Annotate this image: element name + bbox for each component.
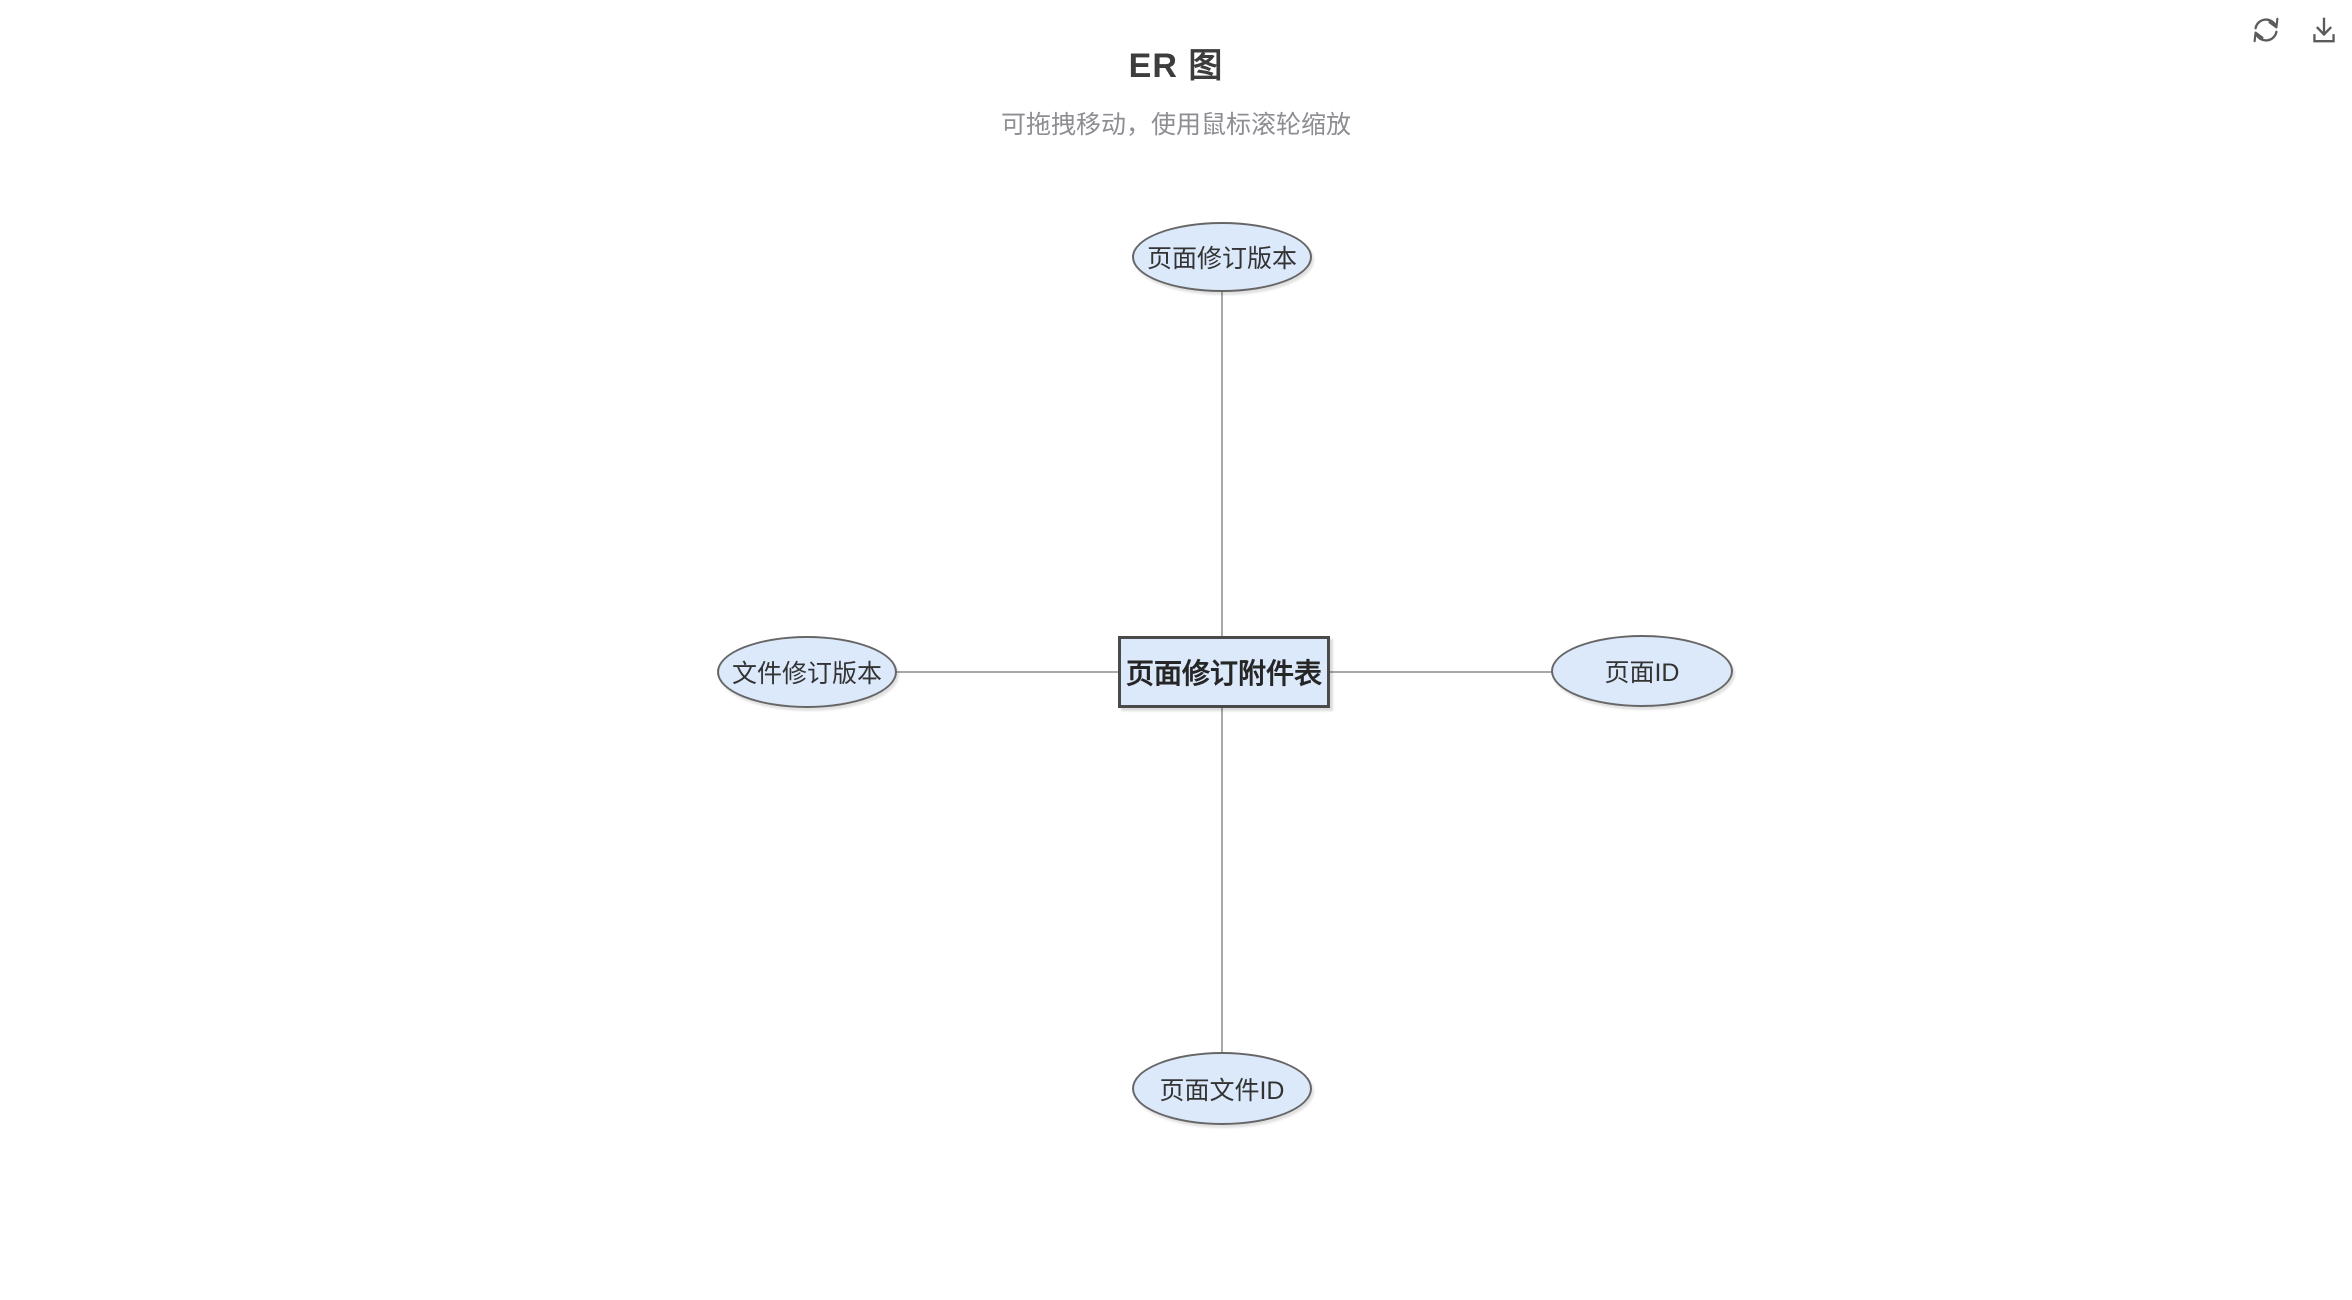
entity-node-page-revision-attachment-table[interactable]: 页面修订附件表 <box>1118 636 1330 708</box>
download-button[interactable] <box>2306 12 2342 48</box>
connector-entity-to-top-attribute <box>1221 290 1223 637</box>
refresh-icon <box>2249 13 2283 47</box>
attribute-label: 页面ID <box>1604 659 1680 687</box>
attribute-node-page-file-id[interactable]: 页面文件ID <box>1132 1052 1312 1125</box>
connector-entity-to-left-attribute <box>895 671 1119 673</box>
entity-label: 页面修订附件表 <box>1125 658 1322 689</box>
page-title: ER 图 <box>1128 47 1224 85</box>
attribute-node-file-revision-version[interactable]: 文件修订版本 <box>717 636 897 708</box>
refresh-button[interactable] <box>2248 12 2284 48</box>
download-icon <box>2307 13 2341 47</box>
attribute-label: 文件修订版本 <box>731 660 882 688</box>
attribute-label: 页面修订版本 <box>1146 245 1297 273</box>
connector-entity-to-right-attribute <box>1329 671 1552 673</box>
attribute-node-page-id[interactable]: 页面ID <box>1551 635 1733 707</box>
page-subtitle: 可拖拽移动，使用鼠标滚轮缩放 <box>1000 111 1351 139</box>
attribute-label: 页面文件ID <box>1159 1076 1285 1105</box>
attribute-node-page-revision-version[interactable]: 页面修订版本 <box>1132 222 1312 292</box>
toolbar <box>2248 12 2342 48</box>
connector-entity-to-bottom-attribute <box>1221 707 1223 1053</box>
diagram-header: ER 图 可拖拽移动，使用鼠标滚轮缩放 <box>0 0 2352 141</box>
